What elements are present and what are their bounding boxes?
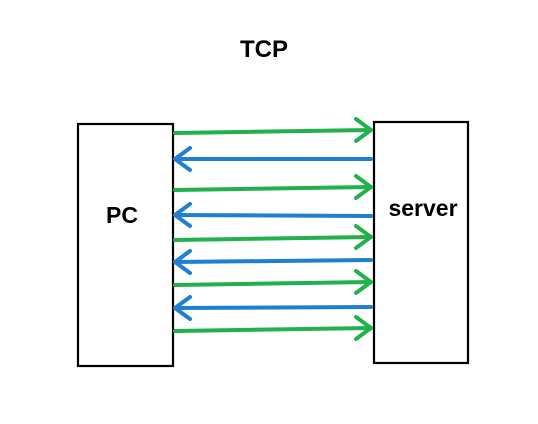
arrow-line (173, 128, 373, 135)
server-box (372, 120, 470, 365)
arrow-head (173, 295, 192, 321)
arrow-line (173, 258, 373, 264)
arrow-head (354, 174, 373, 200)
arrow-head (354, 117, 373, 143)
arrow-head (173, 202, 192, 228)
diagram-title: TCP (240, 36, 288, 63)
arrow-line (173, 280, 373, 287)
arrow-head (173, 146, 192, 172)
arrow-head (173, 249, 192, 275)
pc-label: PC (106, 202, 138, 228)
arrow-line (173, 213, 373, 218)
arrow-head (354, 315, 373, 341)
arrow-head (354, 269, 373, 295)
arrow-line (173, 185, 373, 192)
server-label: server (388, 195, 457, 221)
arrow-line (173, 326, 373, 333)
arrow-to-server (173, 269, 373, 295)
arrow-head (354, 224, 373, 250)
arrow-to-server (173, 174, 373, 200)
arrow-to-pc (173, 202, 373, 228)
pc-box (76, 122, 175, 368)
arrows-group (173, 117, 373, 341)
arrow-to-server (173, 224, 373, 250)
arrow-to-server (173, 315, 373, 341)
arrow-to-pc (173, 249, 373, 275)
arrow-line (173, 235, 373, 242)
arrow-line (173, 305, 373, 310)
arrow-to-pc (173, 295, 373, 321)
arrow-to-server (173, 117, 373, 143)
arrow-to-pc (173, 146, 373, 172)
